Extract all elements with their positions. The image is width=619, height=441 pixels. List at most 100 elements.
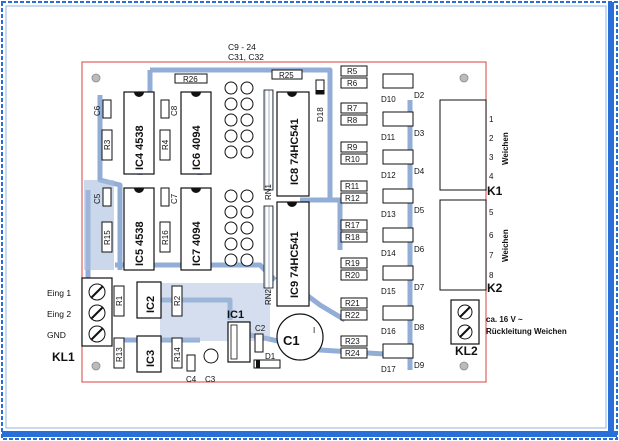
k2-pin-7: 7	[489, 251, 494, 260]
d17-label: D17	[381, 365, 396, 374]
k2-pin-6: 6	[489, 231, 494, 240]
r5-label: R5	[347, 67, 358, 76]
kl1-pin-eing2: Eing 2	[47, 309, 71, 319]
d4-label: D4	[414, 167, 425, 176]
led-column: D2 D10 D3 D11 D4 D12 D5 D13 D6 D14 D7 D1…	[381, 73, 425, 374]
k1-title: Weichen	[501, 132, 510, 165]
r13-label: R13	[115, 347, 124, 362]
r23-label: R23	[345, 337, 360, 346]
d8-label: D8	[414, 323, 425, 332]
k2-pin-5: 5	[489, 208, 494, 217]
d7-label: D7	[414, 283, 425, 292]
resistor-r25: R25	[271, 69, 303, 80]
d3-label: D3	[414, 129, 425, 138]
ic9-chip: IC9 74HC541	[276, 201, 310, 307]
kl2-voltage: ca. 16 V ~	[486, 315, 523, 324]
k2-pin-8: 8	[489, 271, 494, 280]
k1-connector: 1 2 3 4 Weichen K1	[439, 99, 510, 198]
k1-pin-3: 3	[489, 153, 494, 162]
capacitor-c4: C4	[186, 354, 197, 384]
d9-label: D9	[414, 361, 425, 370]
r24-label: R24	[345, 349, 360, 358]
resistor-r16: R16	[159, 221, 171, 253]
kl1-label: KL1	[52, 350, 75, 364]
k1-pin-1: 1	[489, 115, 494, 124]
ic5-chip: IC5 4538	[123, 187, 155, 271]
kl1-terminal: Eing 1 Eing 2 GND KL1	[47, 277, 113, 364]
capacitor-c7: C7	[160, 187, 179, 207]
resistor-r14: R14	[171, 337, 183, 369]
rn1: RN1	[263, 89, 274, 200]
c7-label: C7	[170, 193, 179, 204]
r3-label: R3	[103, 139, 112, 150]
r17-label: R17	[345, 221, 360, 230]
d18-label: D18	[316, 107, 325, 122]
diode-d1: D1	[253, 352, 281, 369]
r8-label: R8	[347, 116, 358, 125]
c3-label: C3	[205, 375, 216, 384]
ic5-label: IC5 4538	[134, 221, 146, 266]
d13-label: D13	[381, 210, 396, 219]
d14-label: D14	[381, 249, 396, 258]
mounting-holes	[91, 73, 469, 371]
ic1-label: IC1	[227, 309, 244, 321]
rn2: RN2	[263, 205, 274, 305]
r10-label: R10	[345, 155, 360, 164]
rn1-label: RN1	[264, 183, 273, 200]
c1-polarity: I	[313, 326, 315, 335]
d2-label: D2	[414, 91, 425, 100]
ic8-chip: IC8 74HC541	[276, 91, 310, 197]
ic2-label: IC2	[145, 296, 157, 313]
d12-label: D12	[381, 171, 396, 180]
r11-label: R11	[345, 182, 360, 191]
ic9-label: IC9 74HC541	[289, 231, 301, 298]
r22-label: R22	[345, 311, 360, 320]
ic4-chip: IC4 4538	[123, 91, 155, 175]
r18-label: R18	[345, 233, 360, 242]
d1-label: D1	[265, 352, 276, 361]
kl2-label: KL2	[455, 344, 478, 358]
r20-label: R20	[345, 271, 360, 280]
d15-label: D15	[381, 287, 396, 296]
kl1-pin-gnd: GND	[47, 330, 66, 340]
resistor-r4: R4	[159, 129, 171, 161]
ic3-chip: IC3	[136, 335, 162, 373]
c2-label: C2	[255, 324, 266, 333]
d6-label: D6	[414, 245, 425, 254]
r21-label: R21	[345, 299, 360, 308]
k1-pin-2: 2	[489, 134, 494, 143]
r7-label: R7	[347, 104, 358, 113]
capacitor-c3: C3	[203, 348, 219, 384]
resistor-r15: R15	[101, 221, 113, 253]
k1-pin-4: 4	[489, 172, 494, 181]
ic6-chip: IC6 4094	[180, 91, 212, 175]
r15-label: R15	[103, 230, 112, 245]
k2-title: Weichen	[501, 229, 510, 262]
d10-label: D10	[381, 95, 396, 104]
diode-d18: D18	[315, 79, 325, 122]
ic8-label: IC8 74HC541	[289, 118, 301, 185]
r16-label: R16	[161, 230, 170, 245]
resistor-r3: R3	[101, 129, 113, 161]
r26-label: R26	[183, 75, 198, 84]
resistor-r1: R1	[113, 285, 125, 317]
ic3-label: IC3	[145, 350, 157, 367]
r19-label: R19	[345, 259, 360, 268]
k1-label: K1	[487, 184, 503, 198]
ic1-regulator: IC1	[227, 309, 251, 363]
resistor-r26: R26	[174, 73, 208, 84]
r1-label: R1	[115, 295, 124, 306]
r4-label: R4	[161, 139, 170, 150]
r9-label: R9	[347, 143, 358, 152]
capacitor-array	[224, 81, 254, 267]
c4-label: C4	[186, 375, 197, 384]
capacitor-c1: C1 I	[276, 313, 324, 361]
resistor-column: R5 R6 R7 R8 R9 R10 R11 R12 R17 R18 R19 R…	[340, 65, 368, 359]
k2-connector: 5 6 7 8 Weichen K2	[439, 199, 510, 295]
r6-label: R6	[347, 79, 358, 88]
d11-label: D11	[381, 133, 396, 142]
caps-header-line1: C9 - 24	[228, 42, 256, 52]
r12-label: R12	[345, 194, 360, 203]
